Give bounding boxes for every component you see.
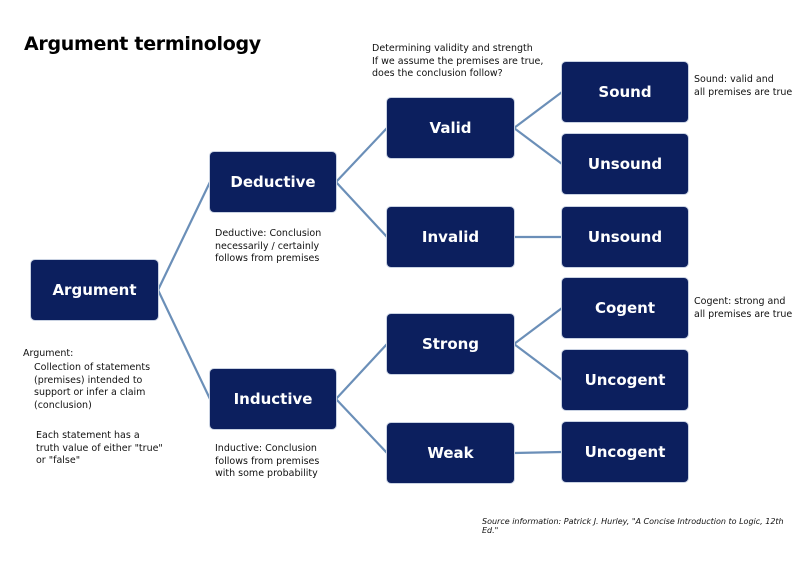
connector-deductive-valid (335, 127, 388, 183)
connector-argument-deductive (157, 181, 211, 291)
note-deductive: Deductive: Conclusion necessarily / cert… (215, 228, 322, 264)
node-unsound-invalid[interactable]: Unsound (562, 207, 688, 267)
node-uncogent-weak[interactable]: Uncogent (562, 422, 688, 482)
connector-valid-unsound_valid (513, 127, 563, 165)
node-unsound-valid[interactable]: Unsound (562, 134, 688, 194)
connector-deductive-invalid (335, 181, 388, 238)
page-title: Argument terminology (24, 33, 261, 55)
connector-valid-sound (513, 91, 563, 129)
node-argument[interactable]: Argument (31, 260, 158, 320)
connector-argument-inductive (157, 289, 211, 400)
note-cogent: Cogent: strong and all premises are true (694, 296, 793, 320)
header-note: Determining validity and strength If we … (372, 43, 544, 79)
node-cogent[interactable]: Cogent (562, 278, 688, 338)
note-inductive: Inductive: Conclusion follows from premi… (215, 443, 320, 479)
connector-weak-uncogent_weak (513, 450, 563, 455)
node-strong[interactable]: Strong (387, 314, 514, 374)
node-uncogent-strong[interactable]: Uncogent (562, 350, 688, 410)
note-argument-definition: Collection of statements (premises) inte… (34, 362, 151, 411)
node-inductive[interactable]: Inductive (210, 369, 336, 429)
connector-inductive-strong (335, 343, 388, 400)
node-sound[interactable]: Sound (562, 62, 688, 122)
node-invalid[interactable]: Invalid (387, 207, 514, 267)
connector-strong-cogent (513, 307, 563, 345)
connector-strong-uncogent_strong (513, 343, 563, 381)
node-weak[interactable]: Weak (387, 423, 514, 483)
node-valid[interactable]: Valid (387, 98, 514, 158)
node-deductive[interactable]: Deductive (210, 152, 336, 212)
note-sound: Sound: valid and all premises are true (694, 74, 793, 98)
source-citation: Source information: Patrick J. Hurley, "… (482, 517, 784, 535)
note-argument-truth: Each statement has a truth value of eith… (36, 430, 163, 466)
note-argument-label: Argument: (23, 348, 74, 359)
connector-inductive-weak (335, 398, 388, 454)
